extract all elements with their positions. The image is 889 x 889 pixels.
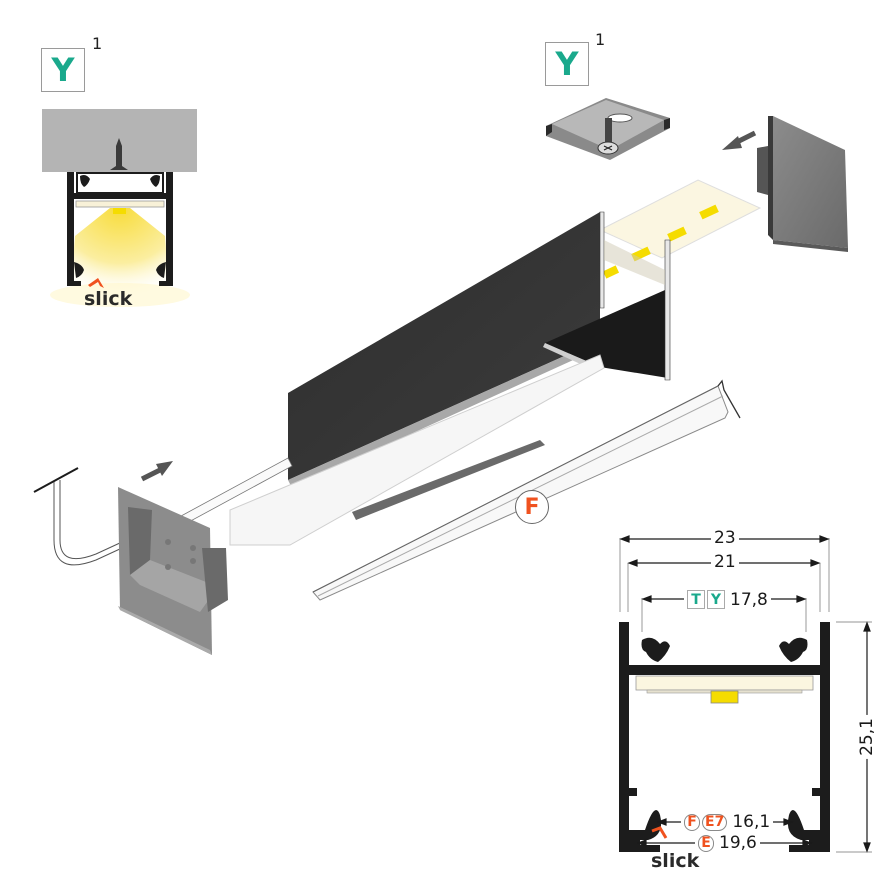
mounted-profile-illustration [42,109,197,307]
aluminium-profile [229,211,671,546]
dim-cover-large: E 19,6 [695,834,760,852]
compat-badge-y: Y [707,590,725,609]
badge-superscript-right: 1 [595,30,606,49]
mounting-type-badge-right: Y [545,42,589,86]
dim-outer-width: 23 [711,529,739,547]
compat-badge-t: T [687,590,705,609]
dim-strip-width: T Y 17,8 [684,590,771,609]
dim-cover-large-value: 19,6 [719,833,757,853]
cover-badge-e7: E7 [702,813,728,831]
dim-strip-value: 17,8 [730,589,768,610]
dim-height: 25,1 [857,715,877,759]
dimension-lines [619,535,872,853]
mounting-clip [546,98,670,160]
insert-arrow-left-icon [140,461,173,482]
cover-badge-f: F [684,813,700,831]
end-cap-right [757,116,848,252]
dim-cover-small: F E7 16,1 [681,812,774,832]
insert-arrow-right-icon [722,130,757,150]
end-cap-left [118,487,228,655]
badge-letter: Y [555,45,579,83]
badge-letter: Y [51,51,75,89]
cover-badge-e: E [698,834,714,852]
cover-type-letter: F [524,494,540,520]
power-cable [33,457,293,566]
mounting-type-badge-left: Y [41,48,85,92]
cover-type-label: F [515,490,549,524]
dim-cover-small-value: 16,1 [732,812,771,832]
dim-inner-width: 21 [711,553,739,571]
profile-cross-section [619,622,830,852]
badge-superscript-left: 1 [92,34,103,53]
slick-logo-top: slick [84,288,133,310]
slick-logo-bottom: slick [651,850,700,872]
